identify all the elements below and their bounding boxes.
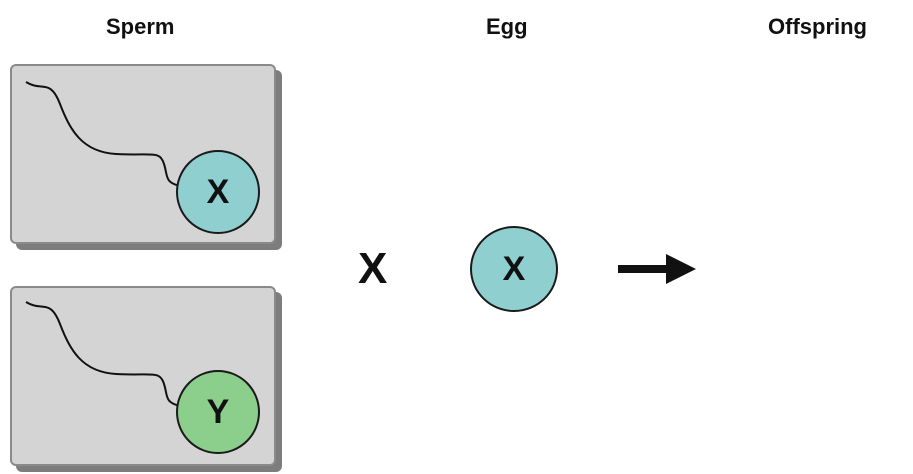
- egg-x-cell: X: [470, 226, 558, 312]
- egg-heading: Egg: [486, 14, 528, 39]
- offspring-heading: Offspring: [768, 14, 867, 39]
- sperm-tail-icon: [25, 81, 181, 187]
- sperm-card-y: Y: [10, 286, 276, 466]
- right-arrow-icon: [618, 254, 696, 284]
- sperm-y-label: Y: [206, 392, 230, 431]
- sperm-heading: Sperm: [106, 14, 175, 39]
- egg-x-label: X: [502, 249, 526, 288]
- sperm-x-cell: X: [176, 150, 260, 234]
- sperm-tail-icon: [25, 301, 181, 407]
- sperm-x-label: X: [206, 172, 230, 211]
- sperm-card-x: X: [10, 64, 276, 244]
- sperm-y-cell: Y: [176, 370, 260, 454]
- cross-symbol: X: [358, 244, 388, 293]
